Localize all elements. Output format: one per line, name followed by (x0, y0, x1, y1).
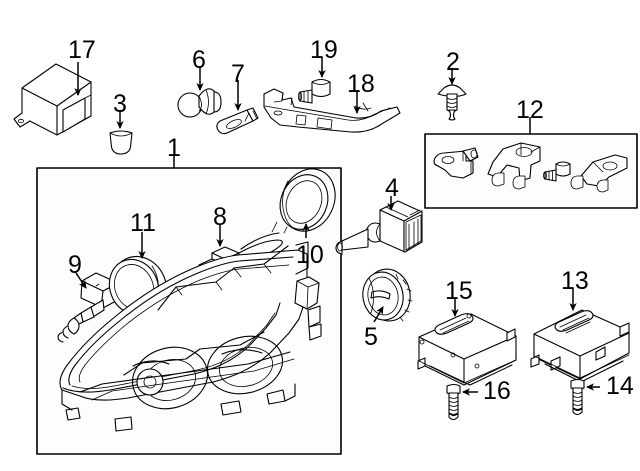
callout-15[interactable]: 15 (445, 277, 473, 305)
part-4-leveling-motor (335, 200, 423, 255)
callout-11[interactable]: 11 (130, 209, 156, 237)
part-17-control-module-relay (13, 63, 92, 136)
callout-18[interactable]: 18 (347, 70, 375, 98)
part-7-wedge-bulb (216, 107, 259, 135)
part-5-access-cover-cap (362, 268, 413, 322)
part-14-screw-hid-ballast (570, 378, 585, 416)
part-12-bracket-kit (433, 142, 628, 193)
part-6-bulb (177, 88, 222, 118)
callout-16[interactable]: 16 (483, 377, 511, 405)
part-16-screw-ballast (446, 383, 461, 421)
callout-8[interactable]: 8 (213, 203, 227, 231)
part-2-flange-bolt (437, 84, 467, 121)
callout-9[interactable]: 9 (68, 251, 82, 279)
part-15-ballast-control-unit (417, 313, 517, 386)
callout-10[interactable]: 10 (296, 241, 324, 269)
callout-5[interactable]: 5 (364, 323, 378, 351)
callout-14[interactable]: 14 (606, 372, 634, 400)
callout-1[interactable]: 1 (167, 134, 181, 162)
part-13-hid-ballast (530, 309, 630, 383)
callout-12[interactable]: 12 (516, 96, 544, 124)
callout-4[interactable]: 4 (385, 174, 399, 202)
callout-6[interactable]: 6 (192, 46, 206, 74)
leader-5 (373, 306, 384, 323)
callout-3[interactable]: 3 (113, 90, 127, 118)
part-10-seal-ring (279, 168, 336, 232)
leader-9 (75, 272, 87, 289)
callout-7[interactable]: 7 (231, 60, 245, 88)
leader-lines (74, 57, 600, 396)
part-9-igniter-socket (57, 272, 119, 343)
callout-17[interactable]: 17 (68, 36, 96, 64)
part-3-cap-plug (109, 130, 133, 155)
part-1-composite-headlamp-assembly (59, 221, 322, 432)
callout-19[interactable]: 19 (310, 36, 338, 64)
part-19-screw (297, 78, 331, 104)
callout-13[interactable]: 13 (561, 267, 589, 295)
part-18-headlamp-trim-bracket (263, 88, 401, 133)
callout-2[interactable]: 2 (446, 48, 460, 76)
